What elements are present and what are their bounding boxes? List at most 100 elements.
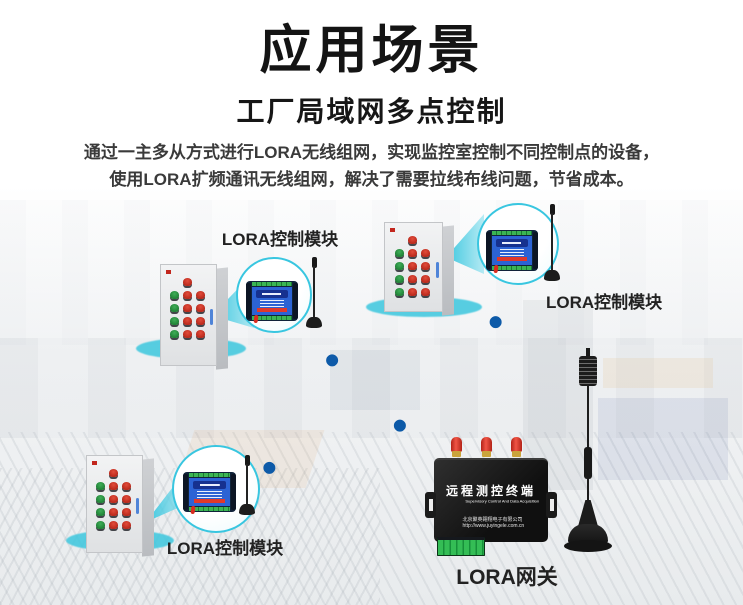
- module-banner: [496, 239, 528, 247]
- antenna-rod: [246, 464, 248, 506]
- module-rail: [183, 474, 188, 510]
- module-red-stripe: [497, 257, 527, 261]
- cabinet-handle: [210, 309, 213, 325]
- lora-module-label: LORA控制模块: [221, 230, 339, 249]
- cabinet-button: [183, 330, 192, 338]
- cabinet-door: [86, 455, 143, 553]
- cabinet-button: [196, 291, 205, 299]
- cabinet-button: [170, 304, 179, 312]
- antenna-rod: [313, 266, 315, 319]
- module-banner: [193, 481, 226, 489]
- control-cabinet: [160, 264, 228, 370]
- gateway-antenna-icon: [510, 437, 523, 459]
- module-terminal-strip: [492, 231, 532, 235]
- cabinet-button: [109, 521, 118, 529]
- gateway-panel-title: 远程测控终端: [445, 484, 536, 498]
- cabinet-button: [196, 317, 205, 325]
- module-rail: [533, 232, 538, 269]
- antenna-base: [239, 504, 255, 515]
- cabinet-button: [395, 249, 404, 257]
- cabinet-button: [96, 482, 105, 490]
- gateway-panel-subtitle: Supervisory Control And Data Acquisition: [465, 499, 540, 504]
- cabinet-handle: [436, 261, 439, 278]
- module-terminal-strip: [252, 282, 292, 286]
- module-terminal-strip: [189, 507, 230, 511]
- gateway-company-info: 北京聚英翱翔电子有限公司 http://www.juyingele.com.cn: [462, 517, 525, 529]
- antenna-ring: [452, 451, 461, 457]
- gateway-device: 远程测控终端 Supervisory Control And Data Acqu…: [425, 458, 557, 556]
- cabinet-handle: [136, 498, 139, 515]
- cabinet-side: [142, 458, 154, 557]
- cabinet-button: [96, 521, 105, 529]
- antenna-coil: [579, 356, 597, 386]
- background-accent: [603, 358, 713, 388]
- cabinet-buttons: [167, 278, 208, 343]
- description-text: 通过一主多从方式进行LORA无线组网，实现监控室控制不同控制点的设备， 使用LO…: [0, 139, 743, 193]
- antenna-cap: [511, 437, 522, 452]
- antenna-rod: [551, 213, 553, 272]
- module-faceplate: [492, 236, 532, 265]
- antenna-tip: [586, 348, 590, 357]
- module-faceplate: [189, 478, 230, 506]
- description-line-2: 使用LORA扩频通讯无线组网，解决了需要拉线布线问题，节省成本。: [109, 170, 634, 189]
- cabinet-door: [160, 264, 217, 366]
- cabinet-button: [421, 262, 430, 270]
- antenna-icon: [541, 204, 563, 281]
- antenna-ring: [482, 451, 491, 457]
- cabinet-button: [408, 236, 417, 244]
- cabinet-button: [109, 482, 118, 490]
- terminal-block: [437, 537, 485, 556]
- mounting-ear: [425, 492, 436, 518]
- page-title: 应用场景: [259, 22, 484, 80]
- cabinet-button: [196, 304, 205, 312]
- cabinet-button: [408, 275, 417, 283]
- cabinet-button: [395, 262, 404, 270]
- antenna-cap: [481, 437, 492, 452]
- cabinet-logo: [92, 461, 97, 465]
- lora-module-label: LORA控制模块: [546, 293, 663, 312]
- lora-control-module-device: [486, 230, 538, 274]
- module-rail: [486, 232, 491, 269]
- antenna-ring: [512, 451, 521, 457]
- module-rail: [246, 283, 251, 319]
- module-text-lines: [260, 300, 284, 307]
- cabinet-button: [96, 495, 105, 503]
- cabinet-button: [170, 317, 179, 325]
- cabinet-buttons: [391, 236, 434, 301]
- cabinet-button: [96, 508, 105, 516]
- antenna-base-disc: [564, 540, 612, 552]
- antenna-tip: [311, 257, 317, 268]
- background-machinery-band: [0, 200, 743, 345]
- company-website: http://www.juyingele.com.cn: [462, 523, 525, 529]
- antenna-base: [544, 270, 560, 281]
- background-accent: [330, 350, 420, 410]
- cabinet-button: [408, 262, 417, 270]
- company-name: 北京聚英翱翔电子有限公司: [462, 517, 523, 523]
- control-cabinet: [384, 222, 454, 316]
- module-terminal-strip: [492, 266, 532, 270]
- module-red-stripe: [257, 308, 287, 312]
- cabinet-buttons: [93, 469, 134, 534]
- cabinet-door: [384, 222, 443, 312]
- background-machinery-mid: [0, 338, 743, 438]
- antenna-sleeve: [584, 447, 592, 479]
- cabinet-button: [170, 330, 179, 338]
- gateway-antenna-icon: [480, 437, 493, 459]
- page-subtitle: 工厂局域网多点控制: [236, 96, 507, 127]
- lora-control-module-device: [183, 472, 236, 515]
- lora-control-module-device: [246, 281, 298, 324]
- module-banner: [256, 290, 288, 298]
- antenna-rod: [587, 384, 589, 508]
- cabinet-button: [421, 275, 430, 283]
- antenna-tip: [244, 455, 250, 466]
- antenna-icon: [303, 257, 325, 328]
- mounting-ear: [546, 492, 557, 518]
- description-line-1: 通过一主多从方式进行LORA无线组网，实现监控室控制不同控制点的设备，: [83, 143, 660, 162]
- cabinet-button: [408, 288, 417, 296]
- antenna-tip: [549, 204, 555, 215]
- module-text-lines: [197, 491, 222, 498]
- cabinet-button: [122, 495, 131, 503]
- cabinet-button: [122, 482, 131, 490]
- antenna-icon: [236, 455, 258, 515]
